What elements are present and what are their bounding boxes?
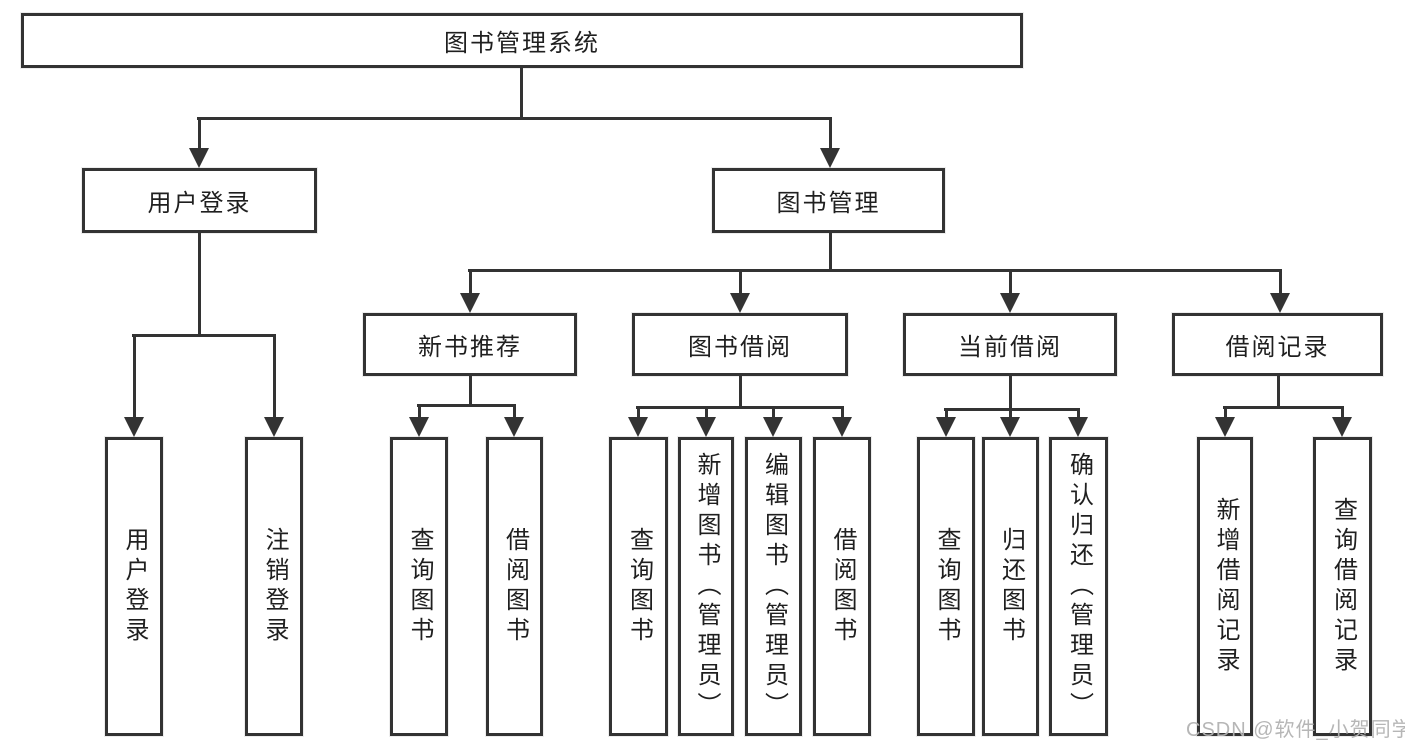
connector-root-stem bbox=[520, 68, 523, 119]
arrowhead-icon bbox=[1000, 417, 1020, 437]
leaf-borrow-query-node: 查询图书 bbox=[609, 437, 668, 736]
connector-drop bbox=[1009, 269, 1012, 295]
arrowhead-icon bbox=[832, 417, 852, 437]
leaf-record-query-node: 查询借阅记录 bbox=[1313, 437, 1372, 736]
leaf-logout-node: 注销登录 bbox=[245, 437, 303, 736]
leaf-newbook-borrow-node: 借阅图书 bbox=[486, 437, 543, 736]
user-login-node: 用户登录 bbox=[82, 168, 317, 233]
connector-stem bbox=[1009, 376, 1012, 410]
arrowhead-icon bbox=[1068, 417, 1088, 437]
arrowhead-icon bbox=[1215, 417, 1235, 437]
connector-drop bbox=[198, 117, 201, 150]
book-management-node: 图书管理 bbox=[712, 168, 945, 233]
arrowhead-icon bbox=[628, 417, 648, 437]
connector-drop bbox=[841, 406, 844, 419]
book-borrow-node: 图书借阅 bbox=[632, 313, 848, 376]
arrowhead-icon bbox=[936, 417, 956, 437]
connector-stem bbox=[739, 376, 742, 408]
current-borrow-node: 当前借阅 bbox=[903, 313, 1117, 376]
arrowhead-icon bbox=[189, 148, 209, 168]
csdn-watermark: CSDN @软件_小贺同学 bbox=[1186, 719, 1405, 741]
connector-rail bbox=[944, 408, 1080, 411]
connector-drop bbox=[1009, 408, 1012, 419]
connector-rail bbox=[132, 334, 276, 337]
connector-stem bbox=[469, 376, 472, 406]
connector-stem bbox=[198, 233, 201, 336]
arrowhead-icon bbox=[124, 417, 144, 437]
leaf-borrow-edit-node: 编辑图书（管理员） bbox=[745, 437, 802, 736]
connector-drop bbox=[945, 408, 948, 419]
root-node: 图书管理系统 bbox=[21, 13, 1023, 68]
new-book-recommend-node: 新书推荐 bbox=[363, 313, 577, 376]
connector-drop bbox=[273, 334, 276, 418]
arrowhead-icon bbox=[820, 148, 840, 168]
leaf-current-confirm-node: 确认归还（管理员） bbox=[1049, 437, 1108, 736]
arrowhead-icon bbox=[460, 293, 480, 313]
connector-drop bbox=[1341, 406, 1344, 419]
connector-drop bbox=[772, 406, 775, 419]
connector-rail bbox=[1223, 406, 1344, 409]
connector-stem bbox=[1277, 376, 1280, 408]
connector-drop bbox=[1224, 406, 1227, 419]
arrowhead-icon bbox=[504, 417, 524, 437]
connector-drop bbox=[513, 404, 516, 419]
connector-drop bbox=[705, 406, 708, 419]
arrowhead-icon bbox=[730, 293, 750, 313]
arrowhead-icon bbox=[763, 417, 783, 437]
leaf-record-add-node: 新增借阅记录 bbox=[1197, 437, 1253, 736]
connector-drop bbox=[133, 334, 136, 418]
leaf-user-login-node: 用户登录 bbox=[105, 437, 163, 736]
connector-drop bbox=[829, 117, 832, 150]
connector-drop bbox=[637, 406, 640, 419]
arrowhead-icon bbox=[1332, 417, 1352, 437]
connector-drop bbox=[739, 269, 742, 295]
leaf-current-return-node: 归还图书 bbox=[982, 437, 1039, 736]
connector-drop bbox=[1279, 269, 1282, 295]
connector-level3-rail bbox=[468, 269, 1282, 272]
connector-stem bbox=[829, 233, 832, 272]
leaf-borrow-add-node: 新增图书（管理员） bbox=[678, 437, 734, 736]
leaf-borrow-borrow-node: 借阅图书 bbox=[813, 437, 871, 736]
leaf-current-query-node: 查询图书 bbox=[917, 437, 975, 736]
connector-rail bbox=[417, 404, 516, 407]
connector-level2-rail bbox=[197, 117, 832, 120]
arrowhead-icon bbox=[264, 417, 284, 437]
arrowhead-icon bbox=[1000, 293, 1020, 313]
connector-drop bbox=[418, 404, 421, 419]
connector-rail bbox=[636, 406, 844, 409]
borrow-record-node: 借阅记录 bbox=[1172, 313, 1383, 376]
arrowhead-icon bbox=[409, 417, 429, 437]
arrowhead-icon bbox=[696, 417, 716, 437]
leaf-newbook-query-node: 查询图书 bbox=[390, 437, 448, 736]
connector-drop bbox=[1077, 408, 1080, 419]
connector-drop bbox=[469, 269, 472, 295]
arrowhead-icon bbox=[1270, 293, 1290, 313]
